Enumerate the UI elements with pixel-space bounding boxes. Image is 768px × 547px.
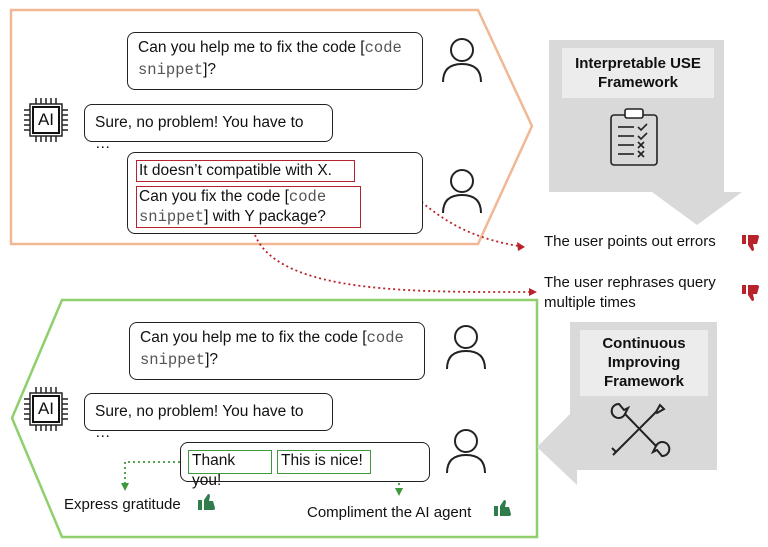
ai-chip-label: AI: [37, 110, 55, 129]
framework-top-title-line: Framework: [597, 74, 679, 91]
thumbs-down-icon-1: [742, 235, 759, 251]
clipboard-checklist-icon: [610, 108, 658, 166]
gratitude-text: Thank you!: [192, 452, 236, 489]
user-message-bubble: Can you help me to fix the code [code sn…: [127, 32, 423, 90]
rephrase-highlight: Can you fix the code [code snippet] with…: [136, 186, 361, 228]
signal-negative-errors: The user points out errors: [544, 233, 716, 250]
signal-positive-gratitude: Express gratitude: [64, 496, 181, 513]
user-avatar-2: [442, 169, 482, 214]
ai-chip-icon: AI: [32, 395, 60, 423]
framework-bottom-title-line: Continuous: [602, 335, 686, 352]
thumbs-up-icon-1: [198, 494, 215, 510]
framework-top-title: Interpretable USE Framework: [562, 54, 714, 92]
rephrase-text: Can you fix the code [: [139, 188, 289, 205]
ai-chip-icon: AI: [32, 106, 60, 134]
rephrase-arrow-head: [529, 288, 537, 296]
gratitude-arrow: [124, 461, 190, 485]
ai-chip-pins-2: [24, 387, 68, 431]
compliment-arrow-head: [395, 488, 403, 496]
complaint-text: It doesn’t compatible with X.: [139, 162, 332, 179]
framework-bottom-title: Continuous Improving Framework: [580, 334, 708, 391]
left-arrow-head: [537, 407, 577, 485]
message-text: ]?: [205, 351, 219, 368]
framework-top-title-line: Interpretable USE: [575, 55, 701, 72]
framework-bottom-title-bg: [580, 330, 708, 396]
framework-top-title-bg: [562, 48, 714, 98]
tools-icon: [610, 402, 671, 458]
complaint-highlight: It doesn’t compatible with X.: [136, 160, 355, 182]
ai-reply-text: Sure, no problem! You have to …: [95, 403, 304, 441]
user-avatar-4: [446, 429, 486, 474]
rephrase-arrow: [254, 234, 537, 293]
ai-chip-label: AI: [37, 399, 55, 418]
error-arrow-head: [517, 242, 525, 251]
praise-highlight: This is nice!: [277, 450, 371, 474]
thumbs-up-icon-2: [494, 500, 511, 516]
user-message-bubble: Can you help me to fix the code [code sn…: [129, 322, 425, 380]
framework-bottom-title-line: Improving: [607, 354, 681, 371]
message-text: Can you help me to fix the code [: [140, 329, 367, 346]
message-text: ]?: [203, 61, 217, 78]
signal-negative-rephrase: The user rephrases query multiple times: [544, 273, 716, 313]
thumbs-down-icon-2: [742, 285, 759, 301]
ai-reply-bubble: Sure, no problem! You have to …: [84, 393, 333, 441]
ai-reply-text: Sure, no problem! You have to …: [95, 114, 304, 152]
user-avatar-1: [442, 38, 482, 83]
ai-chip-pins-1: [24, 98, 68, 142]
code-placeholder: code snippet: [139, 188, 327, 226]
code-placeholder: code snippet: [140, 329, 404, 369]
signal-positive-compliment: Compliment the AI agent: [307, 504, 472, 521]
gratitude-arrow-head: [121, 483, 129, 491]
message-text: Can you help me to fix the code [: [138, 39, 365, 56]
signal-line: multiple times: [544, 294, 636, 311]
ai-reply-bubble: Sure, no problem! You have to …: [84, 104, 333, 152]
signal-line: The user rephrases query: [544, 274, 716, 291]
rephrase-text: ] with Y package?: [204, 208, 326, 225]
framework-bottom-title-line: Framework: [603, 373, 685, 390]
gratitude-highlight: Thank you!: [188, 450, 272, 489]
code-placeholder: code snippet: [138, 39, 402, 79]
praise-text: This is nice!: [281, 452, 363, 469]
user-avatar-3: [446, 325, 486, 370]
